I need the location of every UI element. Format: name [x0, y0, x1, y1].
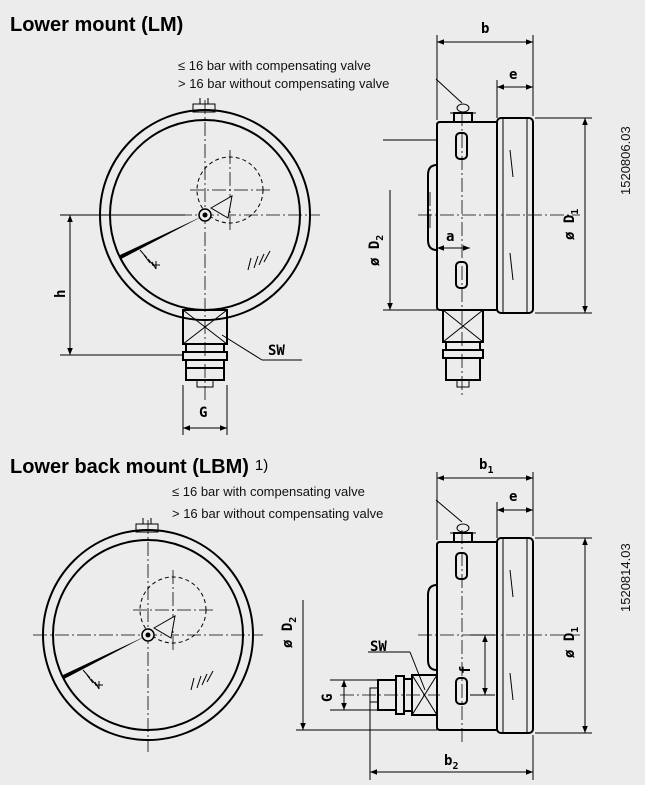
lbm-dim-g: G — [320, 693, 336, 702]
lbm-dim-sw: SW — [370, 639, 387, 655]
lbm-note-without-valve: > 16 bar without compensating valve — [172, 506, 384, 521]
lbm-front-view — [33, 518, 263, 752]
lbm-dim-d2: ø D2 — [280, 616, 299, 648]
lbm-side-view — [296, 472, 592, 780]
lm-dim-sw: SW — [268, 343, 285, 359]
lbm-pointer — [63, 635, 148, 679]
lm-note-with-valve: ≤ 16 bar with compensating valve — [178, 58, 371, 73]
lm-dim-e: e — [509, 67, 518, 83]
lbm-dim-b1: b1 — [479, 457, 494, 476]
lbm-scale-ticks-right — [190, 670, 214, 691]
lbm-side-bezel — [496, 537, 534, 734]
lbm-note-with-valve: ≤ 16 bar with compensating valve — [172, 484, 365, 499]
lbm-dim-f: f — [458, 665, 474, 674]
lm-side-view — [383, 35, 592, 395]
lm-front-view — [60, 98, 320, 435]
lm-dim-d2: ø D2 — [367, 234, 386, 266]
lbm-drawing-ref: 1520814.03 — [618, 543, 633, 612]
lbm-dim-b2: b2 — [444, 753, 459, 772]
lbm-dim-e: e — [509, 489, 518, 505]
lbm-dim-d1: ø D1 — [562, 626, 581, 658]
lm-scale-ticks-right — [247, 250, 271, 271]
lm-dim-d1: ø D1 — [562, 208, 581, 240]
lm-note-without-valve: > 16 bar without compensating valve — [178, 76, 390, 91]
lm-pointer — [120, 215, 205, 259]
lm-heading: Lower mount (LM) — [10, 14, 184, 36]
lm-side-bezel — [496, 117, 534, 314]
lm-dim-h: h — [53, 289, 69, 298]
lm-dim-g: G — [199, 405, 208, 421]
lbm-heading: Lower back mount (LBM)1) — [10, 456, 269, 478]
lm-drawing-ref: 1520806.03 — [618, 126, 633, 195]
lm-scale-ticks-left — [139, 249, 160, 270]
lm-dim-a: a — [446, 229, 455, 245]
lbm-footnote-mark: 1) — [254, 457, 269, 474]
lbm-scale-ticks-left — [82, 669, 103, 690]
lm-dim-b: b — [481, 21, 490, 37]
